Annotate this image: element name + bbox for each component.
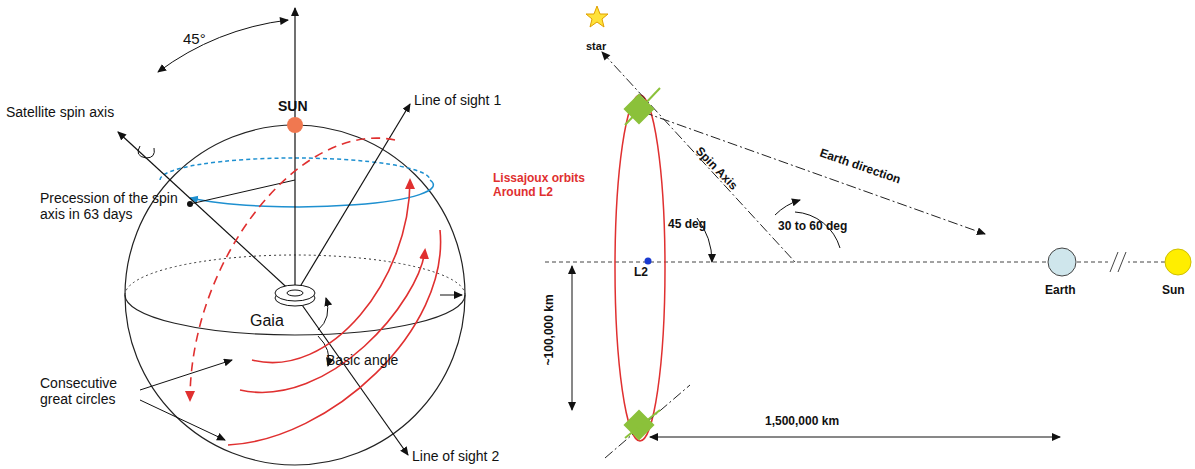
sun-label: SUN [278,98,318,114]
star-label: Sun [1162,284,1192,298]
satellite-label: Gaia [250,312,290,330]
angle-label: 45 deg [668,218,728,232]
direction-label: Earth direction [801,141,919,193]
dimension-label: 1,500,000 km [765,415,875,429]
axis-label: Satellite spin axis [6,104,146,120]
planet-label: Earth [1045,284,1095,298]
orbit-label: Lissajoux orbits Around L2 [493,172,613,200]
axis-label: Line of sight 1 [414,92,534,108]
star-label: star [586,40,626,53]
angle-label: 45° [183,30,223,47]
axis-label: Spin Axis [683,135,748,202]
point-label: L2 [634,266,664,280]
note-label: Consecutive great circles [40,375,140,407]
note-label: Precession of the spin axis in 63 days [40,190,185,222]
axis-label: Line of sight 2 [412,448,532,464]
dimension-label: ~100,000 km [543,280,557,380]
angle-label: 30 to 60 deg [778,220,868,234]
angle-label: Basic angle [326,352,416,368]
